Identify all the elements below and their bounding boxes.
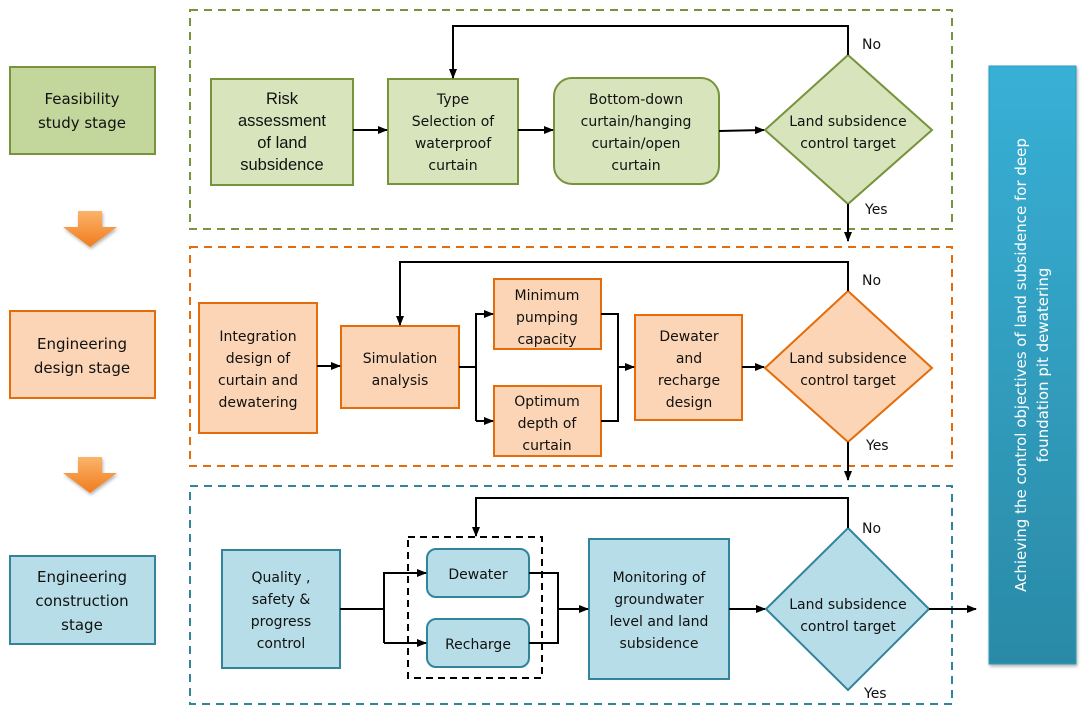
construction-connectors [340,497,977,647]
no-label: No [862,521,881,537]
construction-container [189,485,953,705]
stage-construction: Engineering construction stage [9,555,156,645]
no-label: No [862,37,881,53]
stage-label: Engineering [37,568,127,586]
design-connectors [317,261,852,481]
yes-label: Yes [865,438,889,454]
stage-arrow-down-icon [63,211,117,247]
goal-panel [988,65,1077,665]
dewater-box: Dewater [426,548,530,598]
dewater-recharge-group [407,536,543,679]
feasibility-container [189,9,953,230]
feasibility-connectors [353,25,852,242]
no-label: No [862,273,881,289]
stage-label: stage [61,616,103,634]
stage-design: Engineering design stage [9,310,156,399]
stage-label: Feasibility [45,90,120,108]
goal-text: Achieving the control objectives of land… [1012,138,1052,592]
recharge-box: Recharge [426,618,530,668]
stage-arrow-down-icon [63,457,117,493]
yes-label: Yes [863,686,887,702]
stage-label: construction [35,592,128,610]
stage-label: Engineering [37,335,127,353]
stage-label: design stage [34,359,130,377]
svg-text:Dewater: Dewater [448,567,508,583]
svg-text:Recharge: Recharge [445,637,511,653]
yes-label: Yes [864,202,888,218]
stage-label: study stage [38,114,126,132]
stage-feasibility: Feasibility study stage [9,66,156,155]
design-container [189,246,953,467]
